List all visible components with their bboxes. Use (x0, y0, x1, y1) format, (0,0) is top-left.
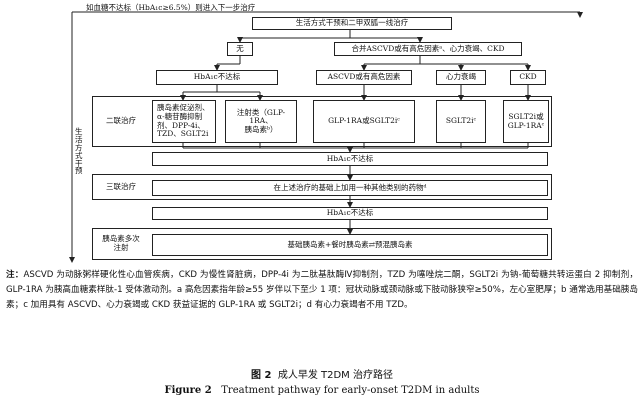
oral-agents-box: 胰岛素促泌剂、 α-糖苷酶抑制 剂、DPP-4i、 TZD、SGLT2i (152, 100, 216, 143)
ckd-box: CKD (510, 70, 546, 85)
note-text: ASCVD 为动脉粥样硬化性心血管疾病，CKD 为慢性肾脏病，DPP-4i 为二… (6, 270, 638, 310)
triple-therapy-frame (92, 174, 552, 200)
combined-conditions-box: 合并ASCVD或有高危因素ᵃ、心力衰竭、CKD (334, 42, 522, 56)
connector-lines (69, 11, 583, 263)
ascvd-box: ASCVD或有高危因素 (316, 70, 412, 85)
insulin-box: 基础胰岛素+餐时胰岛素⇄预混胰岛素 (152, 234, 548, 256)
lifestyle-side-label: 生 活 方 式 干 预 (75, 127, 83, 176)
caption-en: Figure 2 Treatment pathway for early-ons… (0, 385, 644, 396)
insulin-label: 胰岛素多次 注射 (102, 234, 140, 252)
caption-en-title: Treatment pathway for early-onset T2DM i… (221, 385, 480, 396)
ascvd-option-box: GLP-1RA或SGLT2iᶜ (313, 100, 415, 143)
dual-therapy-label: 二联治疗 (106, 116, 136, 125)
ckd-option-box: SGLT2i或 GLP-1RAᶜ (503, 100, 549, 143)
triple-therapy-label: 三联治疗 (106, 182, 136, 191)
none-box: 无 (227, 42, 253, 56)
figure-note: 注：ASCVD 为动脉粥样硬化性心血管疾病，CKD 为慢性肾脏病，DPP-4i … (6, 268, 638, 312)
top-note: 如血糖不达标（HbA₁c≥6.5%）则进入下一步治疗 (86, 3, 256, 12)
caption-en-label: Figure 2 (164, 385, 212, 396)
caption-zh-label: 图 2 (251, 370, 272, 381)
note-prefix: 注： (6, 270, 24, 280)
caption-zh-title: 成人早发 T2DM 治疗路径 (277, 370, 393, 381)
hba1c-not-met-top: HbA₁c不达标 (156, 70, 278, 85)
injectables-box: 注射类（GLP-1RA、 胰岛素ᵇ） (225, 100, 297, 143)
hba1c-not-met-mid: HbA₁c不达标 (152, 152, 548, 166)
insulin-frame (92, 228, 552, 260)
dual-therapy-frame (92, 96, 552, 147)
triple-therapy-box: 在上述治疗的基础上加用一种其他类别的药物ᵈ (152, 180, 548, 196)
heart-failure-box: 心力衰竭 (436, 70, 486, 85)
caption-zh: 图 2 成人早发 T2DM 治疗路径 (0, 366, 644, 381)
start-box: 生活方式干预和二甲双胍一线治疗 (252, 17, 452, 30)
hf-option-box: SGLT2iᶜ (436, 100, 486, 143)
hba1c-not-met-bottom: HbA₁c不达标 (152, 207, 548, 220)
